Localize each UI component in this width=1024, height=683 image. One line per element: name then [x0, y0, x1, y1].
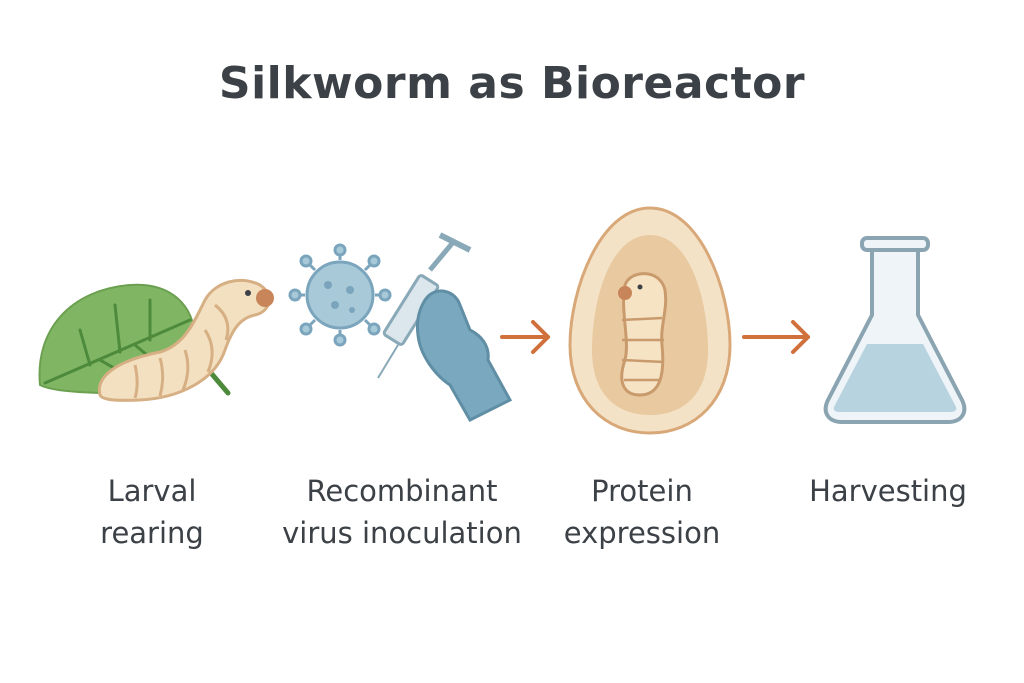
step-label-line: expression: [563, 516, 721, 550]
step-label-line: virus inoculation: [282, 516, 522, 550]
step-label-line: rearing: [100, 516, 204, 550]
step-label-line: Larval: [107, 474, 197, 508]
cocoon-egg-icon: [568, 206, 732, 435]
step-label-line: Harvesting: [809, 474, 967, 508]
step-label-larval-rearing: Larval rearing: [2, 470, 302, 554]
gloved-hand-icon: [416, 289, 513, 422]
step-label-line: Protein: [591, 474, 693, 508]
step-label-line: Recombinant: [306, 474, 498, 508]
step-label-protein-expression: Protein expression: [492, 470, 792, 554]
virus-icon: [288, 243, 392, 347]
silkworm-larva-icon: [97, 278, 274, 402]
arrow-icon: [742, 320, 810, 354]
flask-icon: [823, 236, 967, 424]
step-label-harvesting: Harvesting: [738, 470, 1024, 512]
diagram-title: Silkworm as Bioreactor: [218, 58, 806, 109]
arrow-icon: [500, 320, 550, 354]
step-label-virus-inoculation: Recombinant virus inoculation: [252, 470, 552, 554]
